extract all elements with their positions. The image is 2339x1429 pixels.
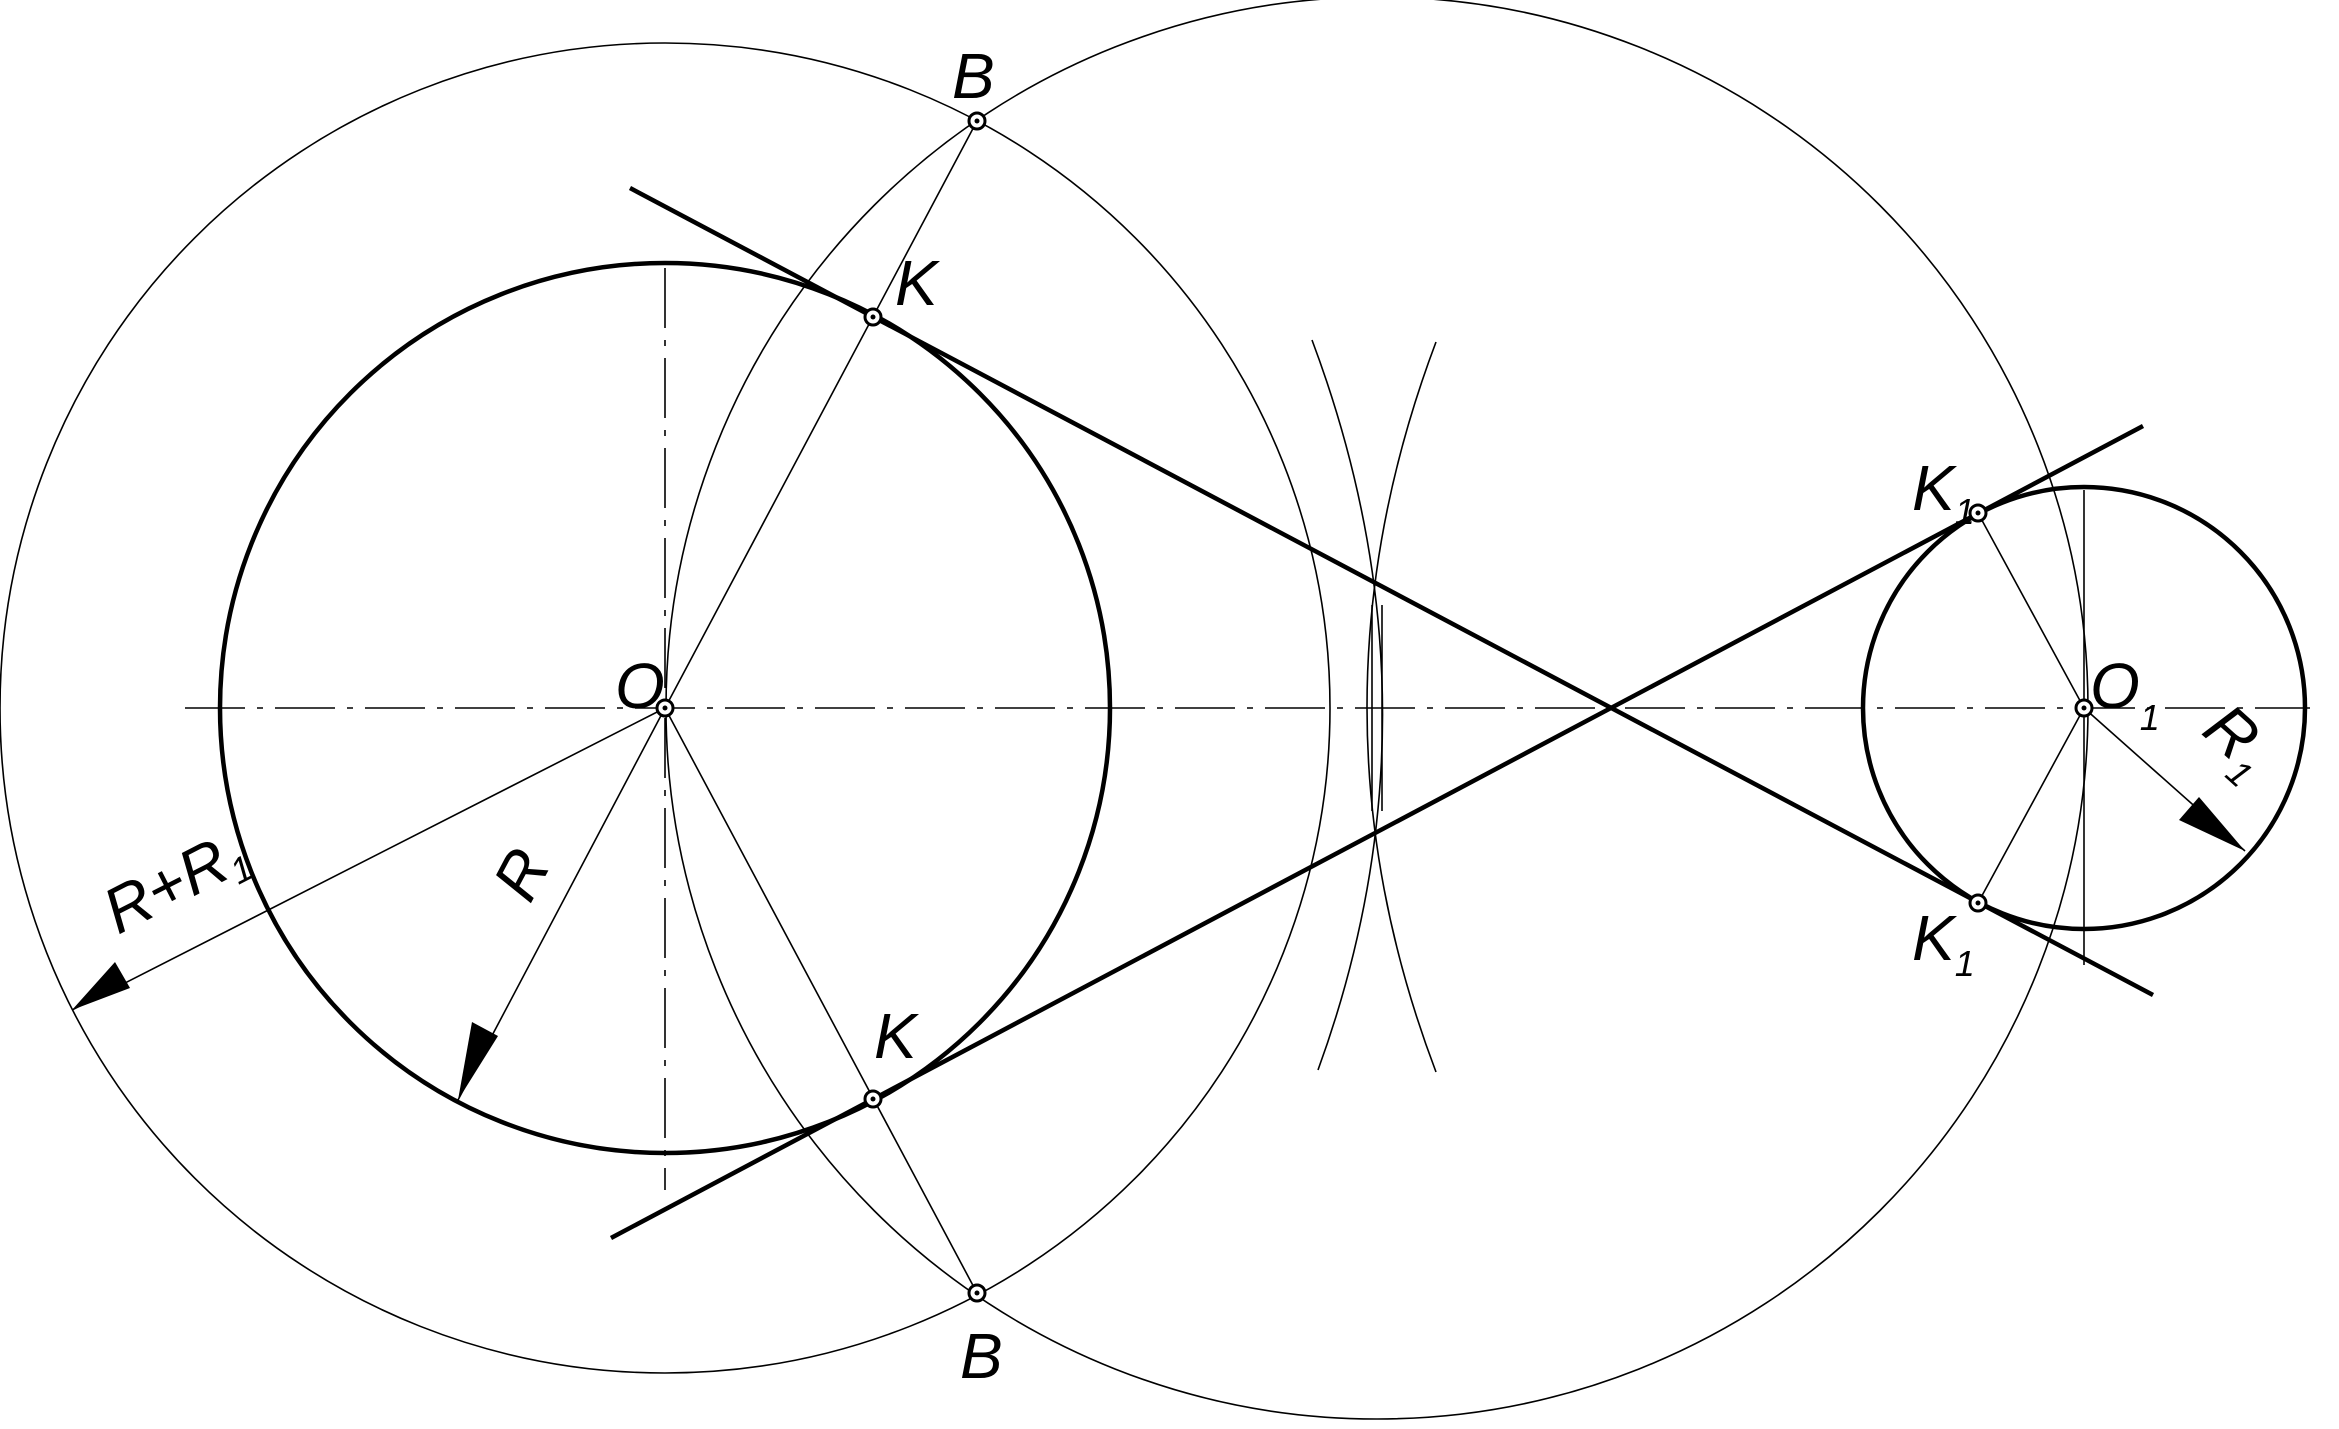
line-o-to-b-top (664, 120, 978, 709)
radius-o1-to-k1-top (1977, 512, 2085, 709)
label-o1: O1 (2090, 650, 2160, 738)
circle-r (217, 260, 1113, 1156)
point-b-top (967, 111, 987, 131)
label-k-top: K (895, 247, 941, 319)
point-b-bottom (967, 1283, 987, 1303)
arrowhead-r-plus-r1 (72, 962, 130, 1010)
point-k1-top (1968, 503, 1988, 523)
arrowhead-r (458, 1022, 498, 1100)
label-r: R (479, 837, 564, 912)
dimension-line-r-plus-r1 (71, 707, 666, 1011)
arrowhead-r1 (2179, 797, 2245, 851)
label-b-bottom: B (960, 1320, 1003, 1392)
thales-circle-on-o-o1 (665, 0, 2089, 1420)
point-o1 (2074, 698, 2094, 718)
label-b-top: B (952, 40, 995, 112)
line-o-to-b-bottom (664, 707, 978, 1294)
radius-o1-to-k1-bottom (1977, 707, 2085, 904)
point-k-top (863, 307, 883, 327)
bisector-arc-right (1366, 341, 1437, 1073)
label-o1-main: O (2090, 650, 2140, 722)
circle-r1 (1860, 484, 2308, 932)
label-r-plus-r1-main: R+R (92, 824, 240, 947)
tangent-line-top-left-to-bottom-right (628, 186, 2155, 997)
label-k1-bottom-sub: 1 (1955, 943, 1975, 984)
point-k1-bottom (1968, 893, 1988, 913)
label-r1: R1 (2184, 690, 2288, 795)
tangent-line-bottom-left-to-top-right (609, 424, 2145, 1240)
point-o (655, 698, 675, 718)
point-k-bottom (863, 1089, 883, 1109)
label-k1-bottom-main: K (1912, 902, 1958, 974)
label-r1-main: R (2191, 690, 2274, 774)
label-o1-sub: 1 (2140, 697, 2160, 738)
label-k1-top: K1 (1912, 452, 1975, 532)
label-k-bottom: K (874, 1000, 920, 1072)
circle-r-plus-r1 (0, 42, 1331, 1374)
label-k1-bottom: K1 (1912, 902, 1975, 984)
label-r-plus-r1: R+R1 (92, 815, 260, 951)
label-o: O (615, 650, 665, 722)
label-k1-top-sub: 1 (1955, 491, 1975, 532)
label-k1-top-main: K (1912, 452, 1958, 524)
